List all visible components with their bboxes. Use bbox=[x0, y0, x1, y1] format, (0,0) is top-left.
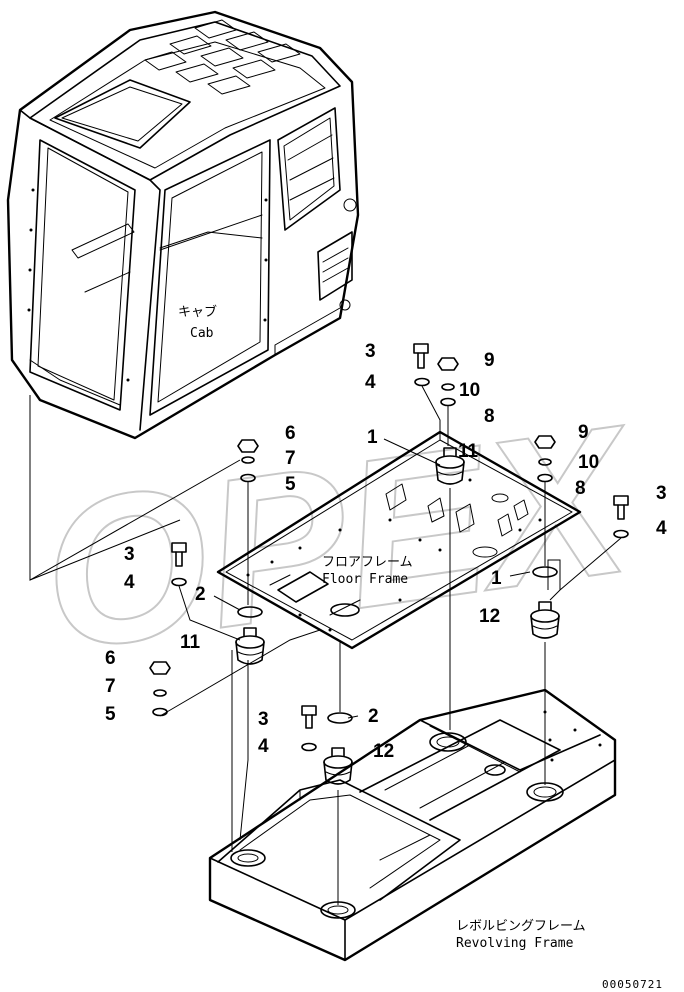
callout-9: 9 bbox=[578, 422, 589, 443]
washer-4-right bbox=[613, 529, 629, 539]
callout-3: 3 bbox=[258, 709, 269, 730]
mount-12-right bbox=[530, 601, 560, 639]
nut-6-upper bbox=[237, 439, 259, 453]
mount-11-front-left bbox=[235, 627, 265, 665]
assembly-lines bbox=[159, 385, 622, 905]
mount-11-rear bbox=[435, 447, 465, 485]
callout-4: 4 bbox=[365, 372, 376, 393]
revolving-frame-label-en: Revolving Frame bbox=[456, 936, 574, 951]
leader-lines bbox=[213, 438, 531, 719]
callout-10: 10 bbox=[578, 452, 599, 473]
plate-2-left bbox=[237, 606, 263, 618]
callout-4: 4 bbox=[258, 736, 269, 757]
callout-12: 12 bbox=[373, 741, 394, 762]
nut-6-lower bbox=[149, 661, 171, 675]
callout-2: 2 bbox=[195, 584, 206, 605]
washer-7-upper bbox=[241, 456, 255, 464]
callout-5: 5 bbox=[105, 704, 116, 725]
washer-5-lower bbox=[152, 707, 168, 717]
washer-7-lower bbox=[153, 689, 167, 697]
bolt-3-center bbox=[301, 705, 317, 729]
washer-10-right bbox=[538, 458, 552, 466]
callout-3: 3 bbox=[656, 483, 667, 504]
bolt-3-left bbox=[171, 542, 187, 567]
callout-1: 1 bbox=[491, 568, 502, 589]
callout-4: 4 bbox=[124, 572, 135, 593]
callout-3: 3 bbox=[365, 341, 376, 362]
cab-label-jp: キャブ bbox=[178, 304, 217, 320]
callout-2: 2 bbox=[368, 706, 379, 727]
nut-9-right bbox=[534, 435, 556, 449]
nut-9-top bbox=[437, 357, 459, 371]
plate-2-center bbox=[327, 712, 353, 724]
callout-9: 9 bbox=[484, 350, 495, 371]
revolving-frame bbox=[208, 688, 617, 962]
plate-1-right bbox=[532, 566, 558, 578]
washer-4-top bbox=[414, 377, 430, 387]
callout-12: 12 bbox=[479, 606, 500, 627]
floor-frame bbox=[216, 430, 582, 650]
washer-5-upper bbox=[240, 473, 256, 483]
washer-4-center bbox=[301, 742, 317, 752]
mount-12-center bbox=[323, 747, 353, 785]
cab-label-en: Cab bbox=[190, 326, 214, 341]
bolt-3-top bbox=[413, 343, 429, 369]
drawing-code: 00050721 bbox=[602, 978, 663, 991]
callout-7: 7 bbox=[285, 448, 296, 469]
washer-10-top bbox=[441, 383, 455, 391]
revolving-frame-label-jp: レボルビングフレーム bbox=[456, 919, 586, 934]
callout-1: 1 bbox=[367, 427, 378, 448]
callout-10: 10 bbox=[459, 380, 480, 401]
floor-frame-label-en: Floor Frame bbox=[322, 572, 408, 587]
callout-5: 5 bbox=[285, 474, 296, 495]
callout-7: 7 bbox=[105, 676, 116, 697]
cab bbox=[6, 10, 360, 440]
callout-3: 3 bbox=[124, 544, 135, 565]
callout-6: 6 bbox=[105, 648, 116, 669]
callout-8: 8 bbox=[484, 406, 495, 427]
floor-frame-label-jp: フロアフレーム bbox=[322, 555, 413, 570]
callout-11: 11 bbox=[458, 441, 479, 462]
callout-11: 11 bbox=[180, 632, 201, 653]
washer-4-left bbox=[171, 577, 187, 587]
callout-4: 4 bbox=[656, 518, 667, 539]
callout-8: 8 bbox=[575, 478, 586, 499]
washer-8-top bbox=[440, 397, 456, 407]
washer-8-right bbox=[537, 473, 553, 483]
callout-6: 6 bbox=[285, 423, 296, 444]
bolt-3-right bbox=[613, 495, 629, 520]
